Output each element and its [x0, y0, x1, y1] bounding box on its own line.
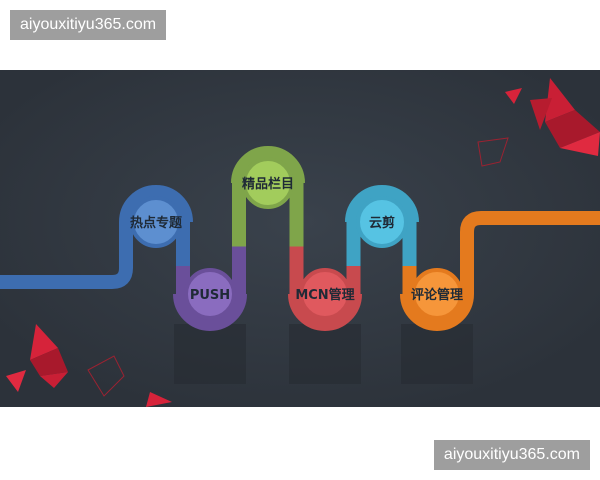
- decor-triangle: [146, 392, 172, 407]
- node-label: 云剪: [369, 215, 395, 231]
- decor-triangle: [545, 78, 575, 122]
- node-circle: [130, 196, 182, 248]
- node-label: 精品栏目: [242, 176, 294, 192]
- path-arch: [400, 293, 474, 331]
- node-circle: [356, 196, 408, 248]
- process-banner: 热点专题 PUSH 精品栏目 MCN管理 云剪评论管理: [0, 70, 600, 407]
- node-shadow: [401, 324, 473, 384]
- node-label: 热点专题: [130, 215, 183, 231]
- node-circle: [299, 268, 351, 320]
- path-arch: [231, 146, 305, 184]
- node-label: PUSH: [190, 288, 230, 303]
- decor-outline: [87, 355, 125, 397]
- decor-polygons: [6, 78, 600, 407]
- decor-triangle: [545, 110, 600, 148]
- decor-triangle: [6, 370, 26, 392]
- watermark-bottom: aiyouxitiyu365.com: [433, 440, 590, 470]
- node-circle: [184, 268, 236, 320]
- node-shadow: [174, 324, 246, 384]
- path-arch: [345, 185, 419, 223]
- decor-triangle: [560, 132, 600, 156]
- watermark-top: aiyouxitiyu365.com: [10, 10, 167, 40]
- node-circle: [242, 157, 294, 209]
- winding-path: [0, 146, 600, 384]
- path-segment-lead: [0, 222, 133, 289]
- decor-outline: [477, 137, 509, 167]
- decor-triangle: [530, 98, 552, 130]
- decor-triangle: [40, 372, 68, 388]
- node-circle: [411, 268, 463, 320]
- path-segment-trail: [460, 211, 600, 294]
- node-label: 评论管理: [411, 287, 463, 303]
- path-arch: [173, 293, 247, 331]
- path-arch: [288, 293, 362, 331]
- path-arch: [119, 185, 193, 223]
- node-label: MCN管理: [295, 287, 354, 303]
- decor-triangle: [30, 348, 68, 376]
- node-shadow: [289, 324, 361, 384]
- decor-triangle: [505, 88, 522, 104]
